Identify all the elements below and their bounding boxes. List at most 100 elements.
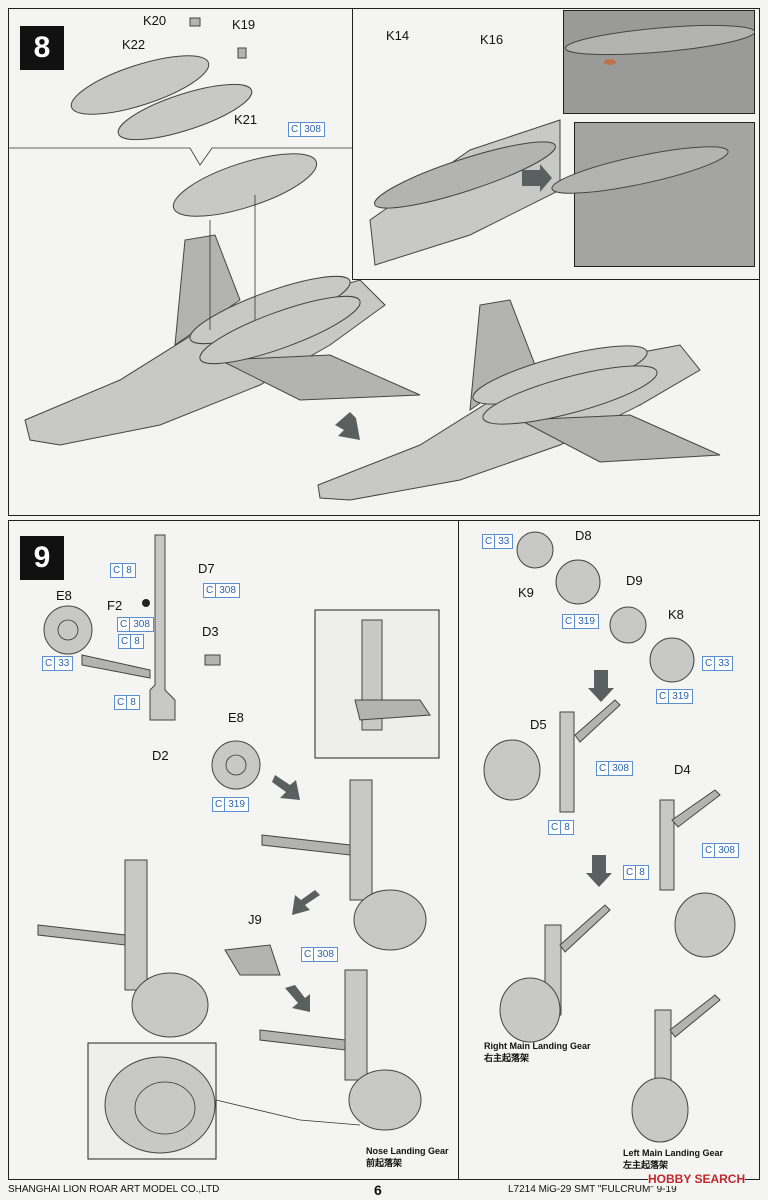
step9-panel: [8, 520, 760, 1180]
nose-gear-wheel-1: [353, 889, 427, 951]
part-k20: [189, 17, 201, 27]
right-main-strut-exploded: [559, 711, 575, 813]
left-main-brace-assembled: [669, 994, 721, 1038]
caption-nose-gear-cn: 前起落架: [366, 1158, 403, 1168]
label-d3: D3: [202, 624, 219, 639]
step8-detail-inset: [352, 8, 760, 280]
part-e8-wheel-a: [43, 605, 93, 655]
part-d3: [204, 654, 221, 666]
label-e8-a: E8: [56, 588, 72, 603]
arrow-down-right-step8: [335, 412, 360, 440]
label-k21: K21: [234, 112, 258, 127]
label-k19: K19: [232, 17, 256, 32]
arrow-down-main-1: [588, 670, 614, 702]
label-d5: D5: [530, 717, 547, 732]
closeup-wheel: [104, 1056, 216, 1154]
right-main-brace-assembled: [559, 904, 611, 953]
part-e8-wheel-b: [211, 740, 261, 790]
label-k9: K9: [518, 585, 534, 600]
caption-left-main-gear: Left Main Landing Gear 左主起落架: [623, 1147, 723, 1171]
nose-gear-brace-1: [261, 834, 351, 856]
step8-number: 8: [20, 26, 64, 70]
part-k9-hub: [516, 531, 554, 569]
part-d9-hub: [609, 606, 647, 644]
left-main-brace-exploded: [671, 789, 721, 828]
closeup-detail-marker: [604, 59, 616, 65]
right-main-wheel-assembled: [499, 977, 561, 1043]
left-main-strut-exploded: [659, 799, 675, 891]
step9-main-gear-divider: [458, 520, 459, 1180]
label-k20: K20: [143, 13, 167, 28]
assembled-tank: [172, 153, 318, 217]
part-j9: [224, 944, 281, 976]
footer-company: SHANGHAI LION ROAR ART MODEL CO.,LTD: [8, 1184, 220, 1195]
nose-strut-exploded: [149, 534, 176, 721]
nose-gear-brace-3: [259, 1029, 346, 1051]
part-k21-tank-half: [117, 83, 253, 141]
part-k8-wheel: [649, 637, 695, 683]
nose-gear-wheel-3: [348, 1069, 422, 1131]
label-j9: J9: [248, 912, 262, 927]
step9-number: 9: [20, 536, 64, 580]
caption-right-main-gear-cn: 右主起落架: [484, 1053, 530, 1063]
aircraft-tank-4: [482, 365, 658, 425]
footer-page-number: 6: [374, 1182, 382, 1198]
part-k19: [237, 47, 247, 59]
right-main-brace-exploded: [574, 699, 621, 743]
closeup-tank: [551, 146, 729, 194]
nose-gear-strut-3: [344, 969, 368, 1081]
aircraft-wing-2: [518, 414, 721, 463]
arrow-step9-b: [292, 890, 320, 915]
caption-right-main-gear: Right Main Landing Gear 右主起落架: [484, 1040, 591, 1064]
label-e8-b: E8: [228, 710, 244, 725]
label-d9: D9: [626, 573, 643, 588]
footer-model: L7214 MiG-29 SMT "FULCRUM" 9-19: [508, 1184, 677, 1195]
label-d7: D7: [198, 561, 215, 576]
arrow-down-main-2: [586, 855, 612, 887]
footer-watermark: HOBBY SEARCH: [648, 1172, 746, 1186]
arrow-right-inset: [522, 164, 552, 192]
caption-left-main-gear-en: Left Main Landing Gear: [623, 1148, 724, 1158]
nose-gear-strut-1: [349, 779, 373, 901]
nose-gear-brace-2: [37, 924, 126, 946]
caption-nose-gear-en: Nose Landing Gear: [366, 1146, 449, 1156]
label-f2: F2: [107, 598, 123, 613]
caption-left-main-gear-cn: 左主起落架: [623, 1160, 669, 1170]
left-main-wheel-assembled: [631, 1077, 689, 1143]
inset-tank: [374, 141, 556, 209]
label-k14: K14: [386, 28, 410, 43]
wheel-hub-a: [57, 619, 79, 641]
part-k22-tank-half: [70, 55, 210, 115]
aircraft-wing-1: [218, 354, 421, 401]
label-d2: D2: [152, 748, 169, 763]
closeup-leader-line: [215, 1099, 361, 1126]
left-main-wheel-exploded: [674, 892, 736, 958]
label-d8: D8: [575, 528, 592, 543]
aircraft-tank-2: [199, 295, 361, 365]
nose-gear-wheel-2: [131, 972, 209, 1038]
arrow-step9-c: [285, 985, 310, 1012]
caption-nose-gear: Nose Landing Gear 前起落架: [366, 1145, 449, 1169]
label-k16: K16: [480, 32, 504, 47]
closeup-wheel-tread: [134, 1081, 196, 1135]
inset-clamp: [354, 699, 431, 721]
part-f2: [142, 599, 150, 607]
part-d8-wheel: [555, 559, 601, 605]
callout-bracket: [8, 147, 352, 166]
